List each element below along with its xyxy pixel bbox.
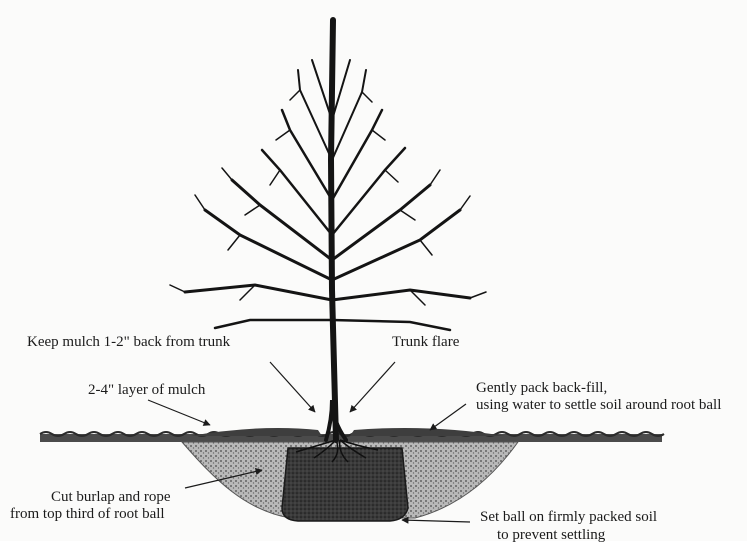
label-trunk-flare: Trunk flare (392, 334, 459, 351)
arrow-backfill (430, 404, 466, 430)
label-mulch-layer: 2-4" layer of mulch (88, 382, 205, 399)
label-set-ball-line2: to prevent settling (497, 527, 605, 544)
arrow-keep-mulch (270, 362, 315, 412)
arrow-trunk-flare (350, 362, 395, 412)
tree (170, 20, 486, 440)
label-burlap-line2: from top third of root ball (10, 506, 165, 523)
label-keep-mulch: Keep mulch 1-2" back from trunk (27, 334, 230, 351)
arrow-mulch-layer (148, 400, 210, 425)
label-burlap-line1: Cut burlap and rope (51, 489, 171, 506)
label-backfill-line2: using water to settle soil around root b… (476, 397, 721, 414)
label-backfill-line1: Gently pack back-fill, (476, 380, 607, 397)
arrow-set-ball (402, 520, 470, 522)
label-set-ball-line1: Set ball on firmly packed soil (480, 509, 657, 526)
